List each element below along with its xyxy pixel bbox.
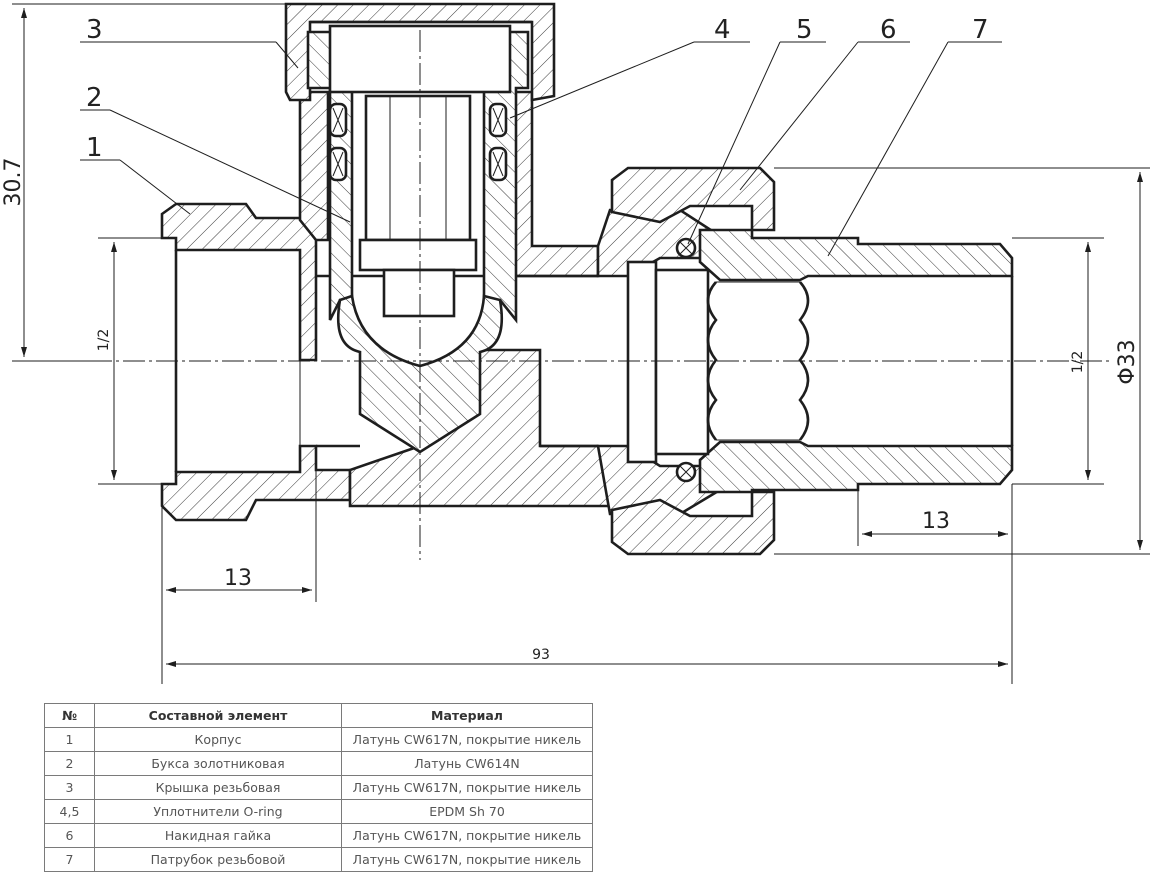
dim-height: 30.7 bbox=[1, 3, 286, 362]
spindle-pin bbox=[382, 268, 456, 318]
svg-text:1: 1 bbox=[86, 133, 103, 163]
part-union-nut-bottom bbox=[610, 490, 776, 556]
svg-text:6: 6 bbox=[880, 15, 897, 45]
dim-thread-right: 1/2 bbox=[1012, 237, 1104, 485]
dim-thread-length-right: 13 bbox=[857, 484, 1013, 684]
callout-2: 2 bbox=[80, 83, 351, 223]
part-tailpiece-bottom bbox=[698, 440, 1014, 494]
svg-text:13: 13 bbox=[224, 566, 252, 591]
spindle-collar bbox=[358, 238, 478, 272]
spindle-stem bbox=[364, 94, 472, 242]
valve-section-drawing: 3 2 1 4 5 6 7 30.7 1 bbox=[1, 2, 1150, 684]
col-material: Материал bbox=[341, 703, 593, 728]
spec-table: № Составной элемент Материал 1 Корпус Ла… bbox=[44, 703, 593, 872]
table-row: 6 Накидная гайка Латунь CW617N, покрытие… bbox=[44, 823, 593, 848]
table-row: 1 Корпус Латунь CW617N, покрытие никель bbox=[44, 727, 593, 752]
tailpiece-ring-mid bbox=[654, 268, 710, 456]
callout-7: 7 bbox=[827, 15, 1002, 257]
dim-thread-left: 1/2 bbox=[96, 237, 162, 485]
callout-3: 3 bbox=[80, 15, 299, 69]
callout-4: 4 bbox=[509, 15, 750, 119]
dim-thread-length-left: 13 bbox=[161, 470, 317, 684]
dim-total-length: 93 bbox=[166, 647, 1008, 667]
svg-text:1/2: 1/2 bbox=[1070, 351, 1086, 374]
svg-text:4: 4 bbox=[714, 15, 731, 45]
svg-text:93: 93 bbox=[532, 647, 550, 663]
body-neck-right bbox=[510, 90, 600, 278]
spec-table-header: № Составной элемент Материал bbox=[44, 703, 593, 728]
o-rings-spindle bbox=[328, 102, 508, 182]
svg-text:5: 5 bbox=[796, 15, 813, 45]
svg-text:1/2: 1/2 bbox=[96, 329, 112, 352]
callout-6: 6 bbox=[739, 15, 910, 191]
body-socket-top bbox=[160, 202, 318, 362]
body-neck-left bbox=[298, 90, 330, 242]
svg-text:Φ33: Φ33 bbox=[1115, 339, 1140, 384]
col-number: № bbox=[44, 703, 95, 728]
dim-diameter: Φ33 bbox=[774, 167, 1150, 555]
body-socket-bottom bbox=[160, 444, 352, 522]
table-row: 2 Букса золотниковая Латунь CW614N bbox=[44, 751, 593, 776]
col-component: Составной элемент bbox=[94, 703, 342, 728]
svg-text:3: 3 bbox=[86, 15, 103, 45]
svg-text:7: 7 bbox=[972, 15, 989, 45]
o-rings-union bbox=[675, 237, 697, 483]
callout-5: 5 bbox=[687, 15, 826, 245]
table-row: 4,5 Уплотнители O-ring EPDM Sh 70 bbox=[44, 799, 593, 824]
callout-1: 1 bbox=[80, 133, 191, 215]
part-tailpiece-top bbox=[698, 228, 1014, 282]
table-row: 3 Крышка резьбовая Латунь CW617N, покрыт… bbox=[44, 775, 593, 800]
svg-text:30.7: 30.7 bbox=[1, 158, 26, 207]
svg-text:13: 13 bbox=[922, 509, 950, 534]
tailpiece-ring-left bbox=[626, 260, 658, 464]
table-row: 7 Патрубок резьбовой Латунь CW617N, покр… bbox=[44, 847, 593, 872]
svg-text:2: 2 bbox=[86, 83, 103, 113]
